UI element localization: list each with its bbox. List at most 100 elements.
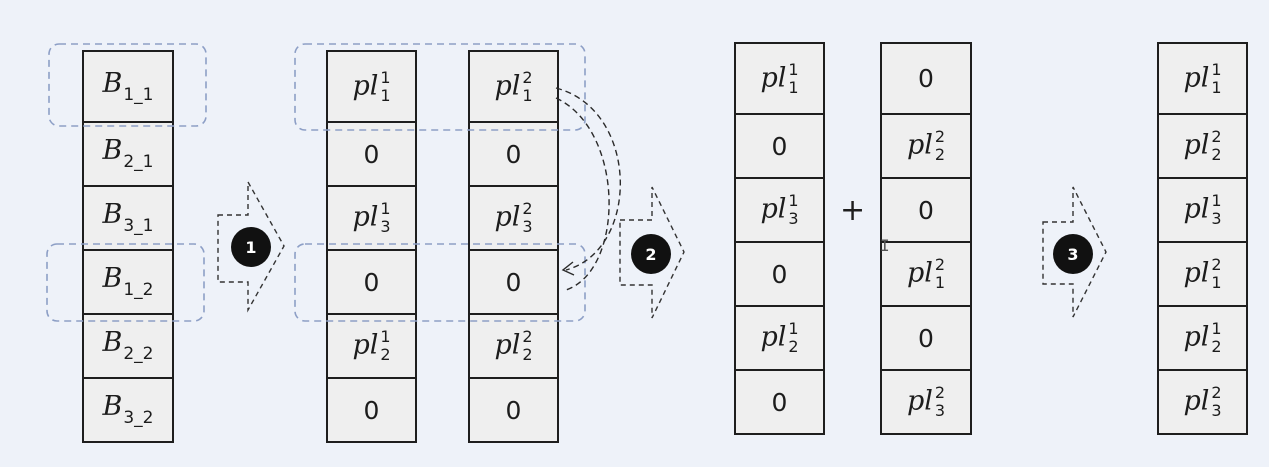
cell-subscript: 2 — [380, 345, 391, 364]
cell-base: B — [102, 391, 123, 422]
dashed-arrow-icon — [619, 186, 685, 319]
cell-superscript: 2 — [934, 383, 946, 402]
cell-zero: 0 — [505, 267, 522, 297]
matrix-cell: B2_1 — [82, 121, 174, 187]
cell-zero: 0 — [505, 395, 522, 425]
cell-base: pl — [1183, 257, 1210, 289]
cell-subscript: 1 — [522, 85, 533, 105]
matrix-cell: B1_1 — [82, 50, 174, 123]
matrix-cell: 0 — [468, 121, 559, 187]
cell-subscript: 1 — [1211, 273, 1222, 292]
plus-operator: + — [840, 193, 866, 228]
cell-subscript: 2 — [522, 345, 533, 364]
cell-subscript: 2 — [934, 145, 946, 164]
selection-box-row4 — [294, 243, 586, 322]
cell-base: pl — [760, 193, 787, 225]
matrix-cell: 0 — [468, 249, 559, 315]
curved-dashed-arrow-icon — [555, 97, 610, 291]
cell-zero: 0 — [918, 195, 934, 225]
matrix-cell: 0 — [880, 305, 972, 371]
cell-base: pl — [906, 257, 933, 289]
cell-superscript: 1 — [1211, 319, 1222, 338]
cell-base: pl — [760, 62, 787, 93]
cell-zero: 0 — [771, 387, 788, 417]
cell-base: B — [102, 67, 123, 99]
cell-base: pl — [906, 385, 933, 417]
cell-subscript: 3_1 — [123, 216, 154, 236]
cell-subscript: 3 — [522, 217, 533, 236]
cell-superscript: 2 — [1211, 383, 1222, 402]
cell-superscript: 2 — [1211, 127, 1222, 146]
cell-zero: 0 — [363, 139, 380, 169]
cell-subscript: 1_2 — [123, 280, 154, 300]
matrix-cell: B1_2 — [82, 249, 174, 315]
cell-subscript: 2 — [788, 337, 799, 356]
arrowhead-icon — [561, 261, 575, 276]
cell-base: pl — [352, 70, 379, 101]
cell-zero: 0 — [771, 259, 788, 289]
cell-base: B — [102, 135, 123, 166]
text-cursor-icon: I — [880, 236, 890, 255]
cell-superscript: 1 — [788, 191, 799, 210]
cell-base: pl — [760, 321, 787, 353]
cell-subscript: 3 — [1211, 401, 1222, 420]
cell-base: B — [102, 263, 123, 294]
cell-superscript: 1 — [380, 327, 391, 346]
matrix-cell: B3_2 — [82, 377, 174, 443]
cell-superscript: 2 — [934, 255, 946, 274]
matrix-cell: 0 — [468, 377, 559, 443]
matrix-cell: 0 — [326, 121, 417, 187]
cell-superscript: 2 — [522, 67, 533, 87]
cell-subscript: 2_1 — [123, 152, 154, 172]
cell-subscript: 2_2 — [123, 344, 154, 364]
matrix-cell: 0 — [880, 42, 972, 115]
cell-base: pl — [1183, 129, 1210, 161]
cell-zero: 0 — [363, 395, 380, 425]
cell-superscript: 2 — [522, 327, 533, 346]
cell-subscript: 1 — [788, 77, 799, 97]
cell-superscript: 1 — [788, 319, 799, 338]
svg-text:2: 2 — [645, 245, 656, 264]
matrix-cell: 0 — [326, 249, 417, 315]
cell-superscript: 1 — [380, 199, 391, 218]
cell-superscript: 2 — [522, 199, 533, 218]
matrix-cell: 0 — [734, 369, 825, 435]
cell-base: pl — [352, 201, 379, 233]
matrix-cell: B2_2 — [82, 313, 174, 379]
cell-base: pl — [352, 329, 379, 361]
step-badge-2: 2 — [631, 234, 671, 274]
cell-base: pl — [1183, 321, 1210, 353]
cell-superscript: 1 — [1211, 191, 1222, 210]
cell-base: B — [102, 199, 123, 230]
svg-text:3: 3 — [1067, 245, 1078, 264]
cell-base: pl — [906, 129, 933, 161]
cell-superscript: 1 — [788, 59, 799, 79]
cell-superscript: 1 — [1211, 59, 1222, 79]
cell-subscript: 3_2 — [123, 408, 154, 428]
cell-base: pl — [1183, 385, 1210, 417]
dashed-arrow-icon — [1042, 186, 1107, 318]
curved-dashed-arrow-icon — [555, 87, 621, 271]
cell-zero: 0 — [363, 267, 380, 297]
cell-subscript: 1_1 — [123, 84, 154, 105]
cell-subscript: 3 — [788, 209, 799, 228]
cell-subscript: 3 — [380, 217, 391, 236]
cell-superscript: 1 — [380, 67, 391, 87]
selection-box-b12 — [46, 243, 205, 322]
step-badge-1: 1 — [231, 227, 271, 267]
cell-zero: 0 — [918, 323, 934, 353]
svg-text:1: 1 — [245, 238, 256, 257]
